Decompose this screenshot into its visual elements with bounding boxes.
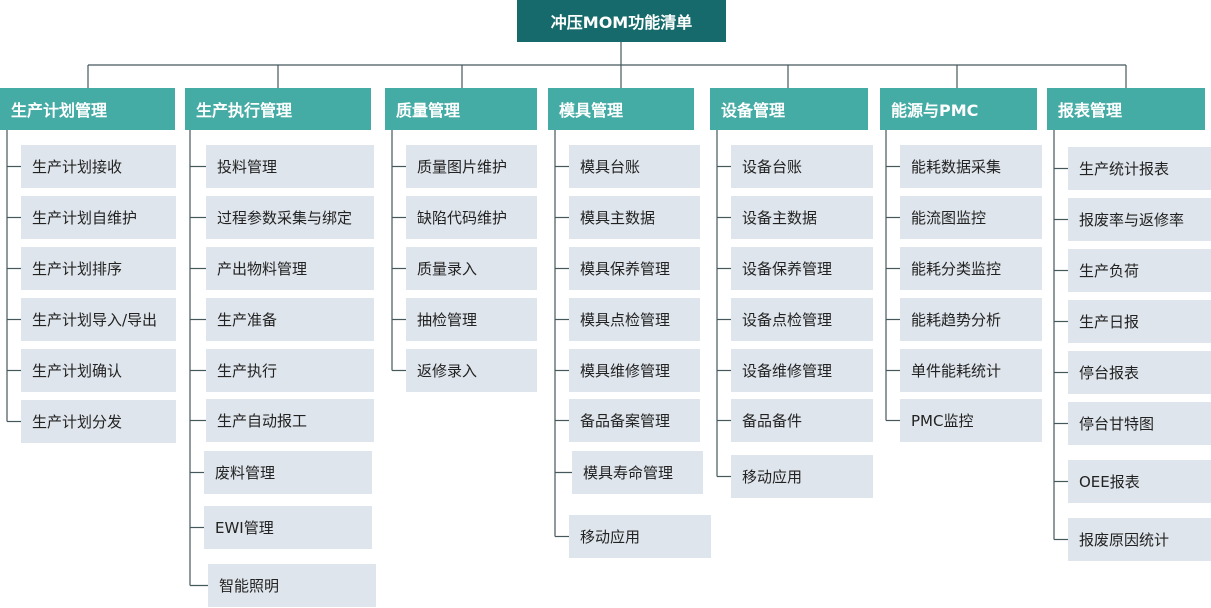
function-item: 生产负荷: [1068, 249, 1211, 292]
function-item: 备品备件: [731, 399, 873, 442]
function-item: 能流图监控: [900, 196, 1042, 239]
function-item: 质量图片维护: [406, 145, 537, 188]
function-item: 移动应用: [731, 455, 873, 498]
function-item: 生产计划确认: [21, 349, 176, 392]
function-item: EWI管理: [204, 506, 372, 549]
function-item: 生产自动报工: [206, 399, 374, 442]
function-item: 设备维修管理: [731, 349, 873, 392]
function-item: 废料管理: [204, 451, 372, 494]
function-item: 停台报表: [1068, 351, 1211, 394]
function-item: 质量录入: [406, 247, 537, 290]
function-item: 生产准备: [206, 298, 374, 341]
function-item: 移动应用: [569, 515, 711, 558]
function-item: 抽检管理: [406, 298, 537, 341]
column-header: 模具管理: [548, 88, 694, 130]
function-item: 模具点检管理: [569, 298, 700, 341]
function-item: OEE报表: [1068, 460, 1211, 503]
function-item: 生产计划分发: [21, 400, 176, 443]
function-item: 报废原因统计: [1068, 518, 1211, 561]
function-item: 模具主数据: [569, 196, 700, 239]
function-item: 返修录入: [406, 349, 537, 392]
column-header: 能源与PMC: [880, 88, 1037, 130]
function-item: 生产计划导入/导出: [21, 298, 176, 341]
function-item: 产出物料管理: [206, 247, 374, 290]
function-item: 模具寿命管理: [572, 451, 703, 494]
function-item: PMC监控: [900, 399, 1042, 442]
column-header: 设备管理: [710, 88, 868, 130]
function-item: 生产日报: [1068, 300, 1211, 343]
function-item: 生产执行: [206, 349, 374, 392]
function-item: 缺陷代码维护: [406, 196, 537, 239]
function-item: 设备台账: [731, 145, 873, 188]
function-item: 设备点检管理: [731, 298, 873, 341]
function-item: 设备主数据: [731, 196, 873, 239]
column-header: 生产计划管理: [0, 88, 175, 130]
function-item: 备品备案管理: [569, 399, 700, 442]
column-header: 质量管理: [385, 88, 537, 130]
column-header: 生产执行管理: [185, 88, 371, 130]
function-item: 模具台账: [569, 145, 700, 188]
function-item: 模具保养管理: [569, 247, 700, 290]
function-item: 停台甘特图: [1068, 402, 1211, 445]
function-item: 设备保养管理: [731, 247, 873, 290]
function-item: 投料管理: [206, 145, 374, 188]
function-item: 能耗分类监控: [900, 247, 1042, 290]
function-item: 报废率与返修率: [1068, 198, 1211, 241]
function-item: 生产计划排序: [21, 247, 176, 290]
function-item: 单件能耗统计: [900, 349, 1042, 392]
function-item: 生产计划接收: [21, 145, 176, 188]
column-header: 报表管理: [1047, 88, 1205, 130]
root-title: 冲压MOM功能清单: [517, 0, 726, 42]
function-item: 生产统计报表: [1068, 147, 1211, 190]
function-item: 智能照明: [208, 564, 376, 607]
function-item: 模具维修管理: [569, 349, 700, 392]
function-item: 能耗趋势分析: [900, 298, 1042, 341]
function-item: 过程参数采集与绑定: [206, 196, 374, 239]
function-item: 生产计划自维护: [21, 196, 176, 239]
function-item: 能耗数据采集: [900, 145, 1042, 188]
